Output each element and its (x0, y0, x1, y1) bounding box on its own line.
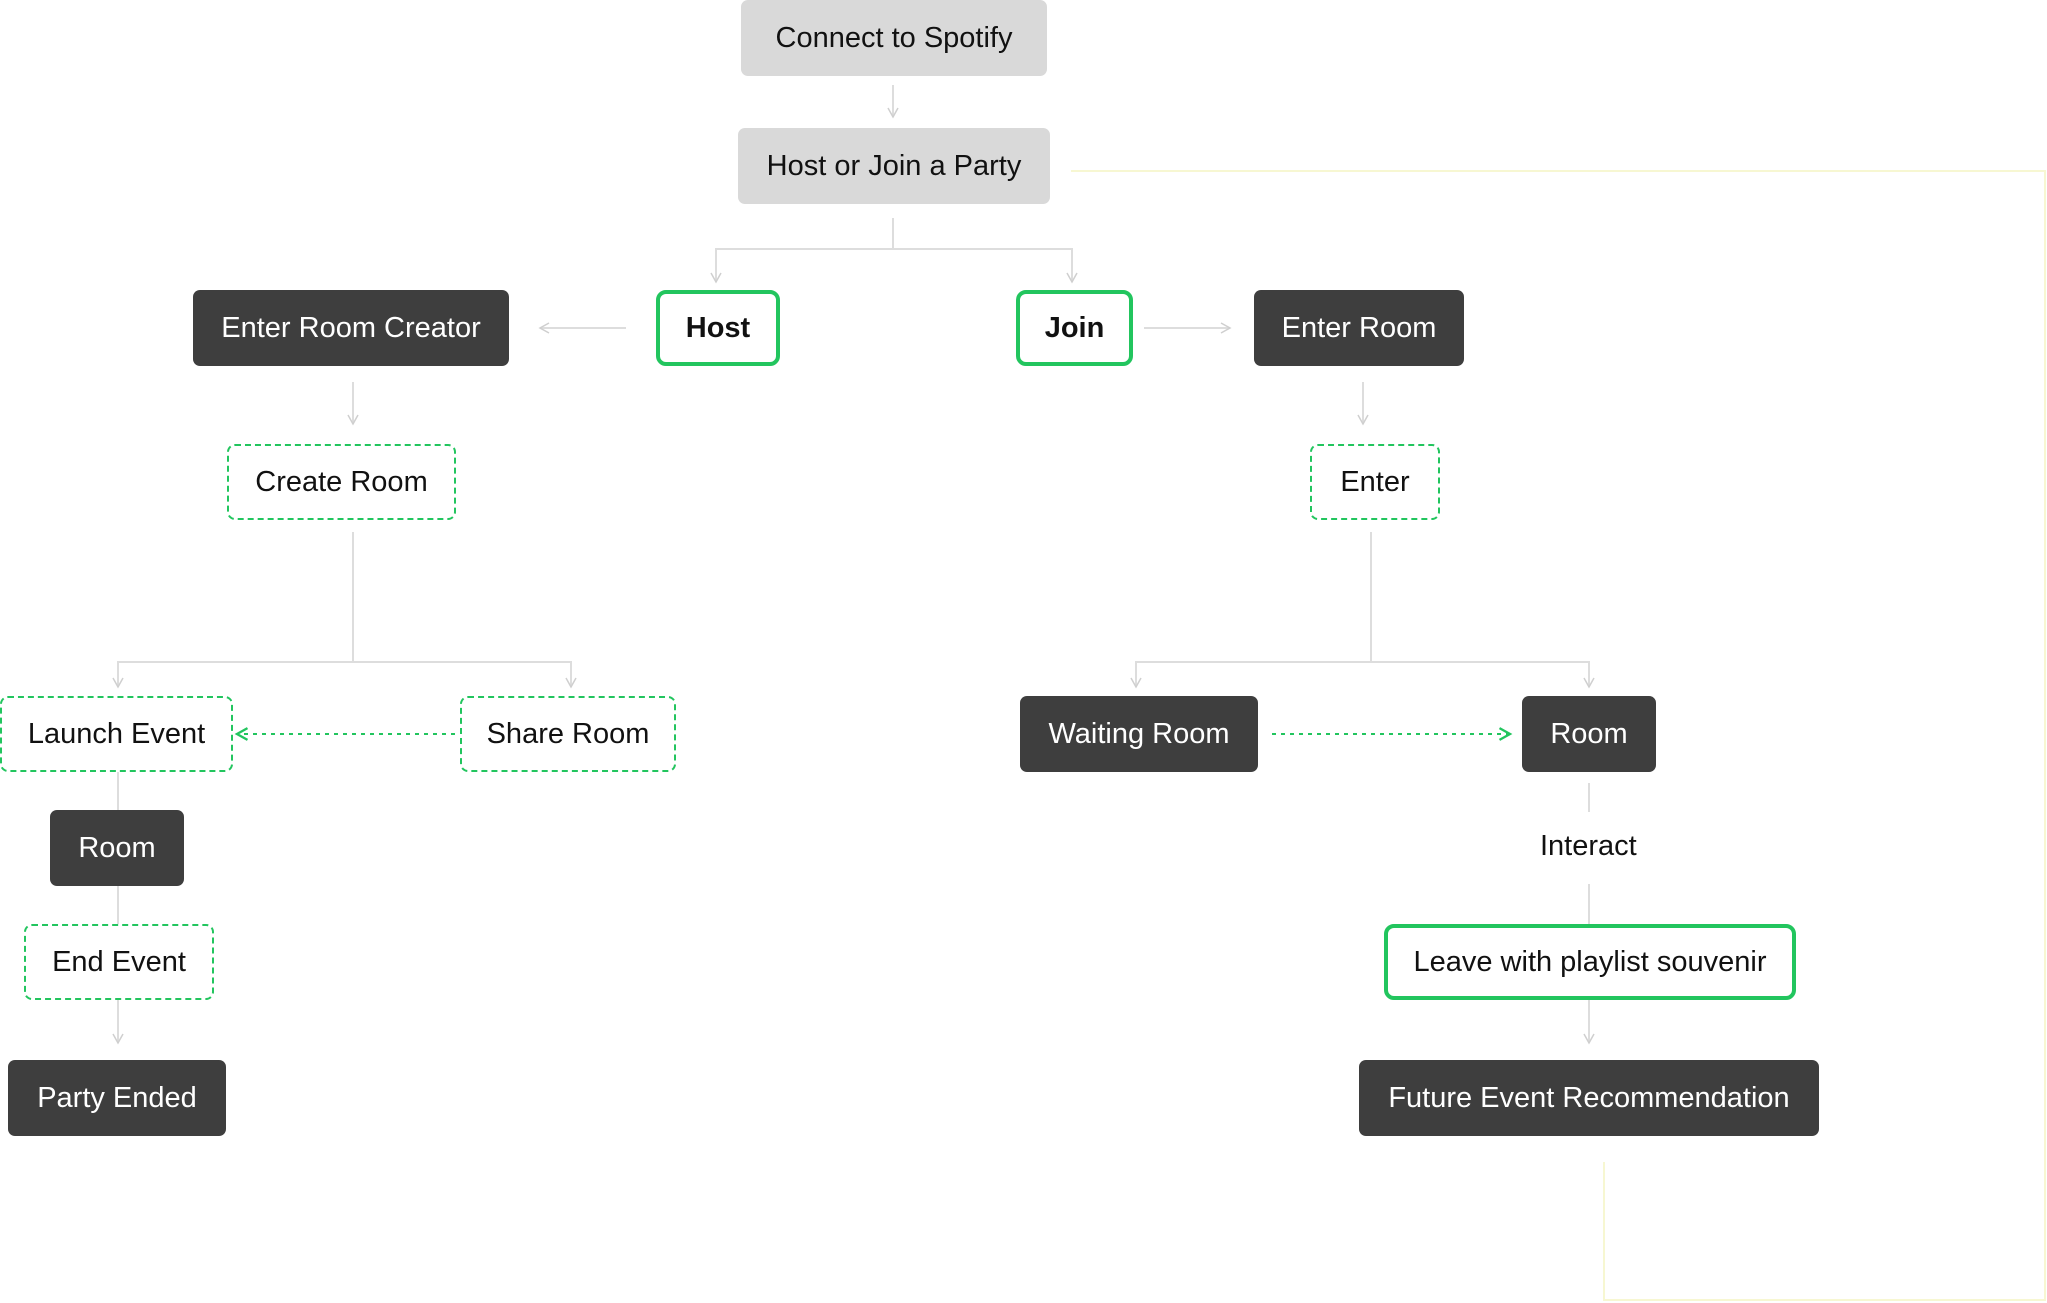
node-party-ended[interactable]: Party Ended (8, 1060, 226, 1136)
node-join[interactable]: Join (1016, 290, 1133, 366)
node-share-room[interactable]: Share Room (460, 696, 676, 772)
node-future-event-recommendation[interactable]: Future Event Recommendation (1359, 1060, 1819, 1136)
node-enter-room[interactable]: Enter Room (1254, 290, 1464, 366)
node-host[interactable]: Host (656, 290, 780, 366)
node-leave-with-playlist[interactable]: Leave with playlist souvenir (1384, 924, 1796, 1000)
connector-create-room-branch (112, 532, 354, 689)
node-connect-to-spotify[interactable]: Connect to Spotify (741, 0, 1047, 76)
node-end-event[interactable]: End Event (24, 924, 214, 1000)
node-create-room[interactable]: Create Room (227, 444, 456, 520)
connector-enter-to-room (1371, 661, 1595, 689)
node-room-host[interactable]: Room (50, 810, 184, 886)
node-room-join[interactable]: Room (1522, 696, 1656, 772)
node-enter-room-creator[interactable]: Enter Room Creator (193, 290, 509, 366)
connector-create-room-to-share (353, 661, 577, 689)
node-enter[interactable]: Enter (1310, 444, 1440, 520)
connector-enter-branch (1130, 532, 1372, 689)
node-waiting-room[interactable]: Waiting Room (1020, 696, 1258, 772)
edge-label-interact: Interact (1540, 830, 1637, 862)
node-launch-event[interactable]: Launch Event (0, 696, 233, 772)
node-host-or-join[interactable]: Host or Join a Party (738, 128, 1050, 204)
loop-back-line (1071, 170, 2046, 1301)
connectors (112, 85, 1595, 1045)
connector-branch-to-join (716, 248, 1078, 284)
